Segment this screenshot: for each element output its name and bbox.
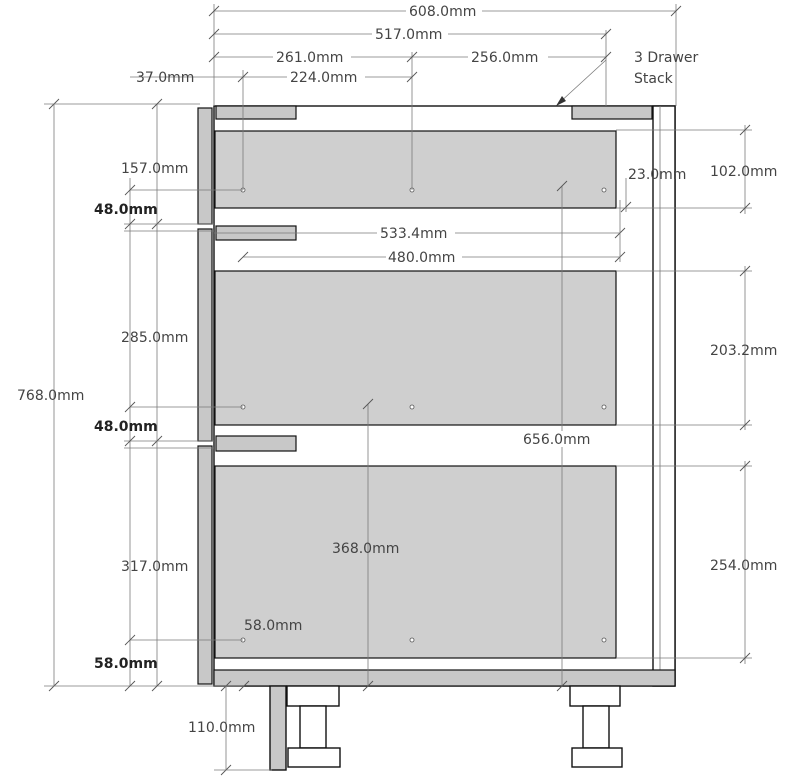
hole bbox=[409, 637, 415, 643]
label-depth2: 480.0mm bbox=[388, 250, 455, 266]
cabinet-body bbox=[197, 105, 676, 687]
hole bbox=[601, 637, 607, 643]
label-front-offset: 261.0mm bbox=[276, 50, 343, 66]
label-rear-offset: 256.0mm bbox=[471, 50, 538, 66]
callout-line-2: Stack bbox=[634, 71, 674, 87]
drawer-3 bbox=[214, 465, 617, 659]
hole bbox=[601, 404, 607, 410]
leg-left-plate bbox=[286, 685, 340, 707]
leg-left-foot bbox=[287, 747, 341, 768]
right-side-panel bbox=[652, 105, 676, 687]
label-side-gap: 37.0mm bbox=[136, 70, 194, 86]
label-inner-width: 517.0mm bbox=[375, 27, 442, 43]
mid-rail-2 bbox=[215, 435, 297, 452]
drawer-2 bbox=[214, 270, 617, 426]
label-drawer1-side: 102.0mm bbox=[710, 164, 777, 180]
label-overall-width: 608.0mm bbox=[409, 4, 476, 20]
leg-right-shaft bbox=[582, 705, 610, 749]
front-edge-1 bbox=[197, 107, 213, 225]
label-diag1: 656.0mm bbox=[523, 432, 590, 448]
bottom-panel bbox=[213, 669, 676, 687]
front-edge-3 bbox=[197, 445, 213, 685]
label-diag2: 368.0mm bbox=[332, 541, 399, 557]
leg-right-foot bbox=[571, 747, 623, 768]
label-drawer3-height: 317.0mm bbox=[121, 559, 188, 575]
label-depth1: 533.4mm bbox=[380, 226, 447, 242]
label-drawer1-height: 157.0mm bbox=[121, 161, 188, 177]
label-drawer2-height: 285.0mm bbox=[121, 330, 188, 346]
front-edge-2 bbox=[197, 228, 213, 442]
label-base-bold: 58.0mm bbox=[94, 656, 158, 672]
label-rail-gap: 23.0mm bbox=[628, 167, 686, 183]
label-total-height: 768.0mm bbox=[17, 388, 84, 404]
label-drawer3-side: 254.0mm bbox=[710, 558, 777, 574]
callout-line-1: 3 Drawer bbox=[634, 50, 699, 66]
label-gap1: 48.0mm bbox=[94, 202, 158, 218]
label-base-offset: 58.0mm bbox=[244, 618, 302, 634]
top-rail-right bbox=[571, 105, 653, 120]
label-drawer2-side: 203.2mm bbox=[710, 343, 777, 359]
legs bbox=[269, 685, 623, 771]
dimension-labels: 608.0mm 517.0mm 261.0mm 256.0mm 37.0mm 2… bbox=[17, 3, 777, 736]
label-leg-height: 110.0mm bbox=[188, 720, 255, 736]
label-gap2: 48.0mm bbox=[94, 419, 158, 435]
hole bbox=[409, 404, 415, 410]
top-rail-left bbox=[215, 105, 297, 120]
leg-right-plate bbox=[569, 685, 621, 707]
leg-left-shaft bbox=[299, 705, 327, 749]
drawer-1 bbox=[214, 130, 617, 209]
label-hole-spacing: 224.0mm bbox=[290, 70, 357, 86]
leg-left-side bbox=[269, 685, 287, 771]
hole bbox=[601, 187, 607, 193]
